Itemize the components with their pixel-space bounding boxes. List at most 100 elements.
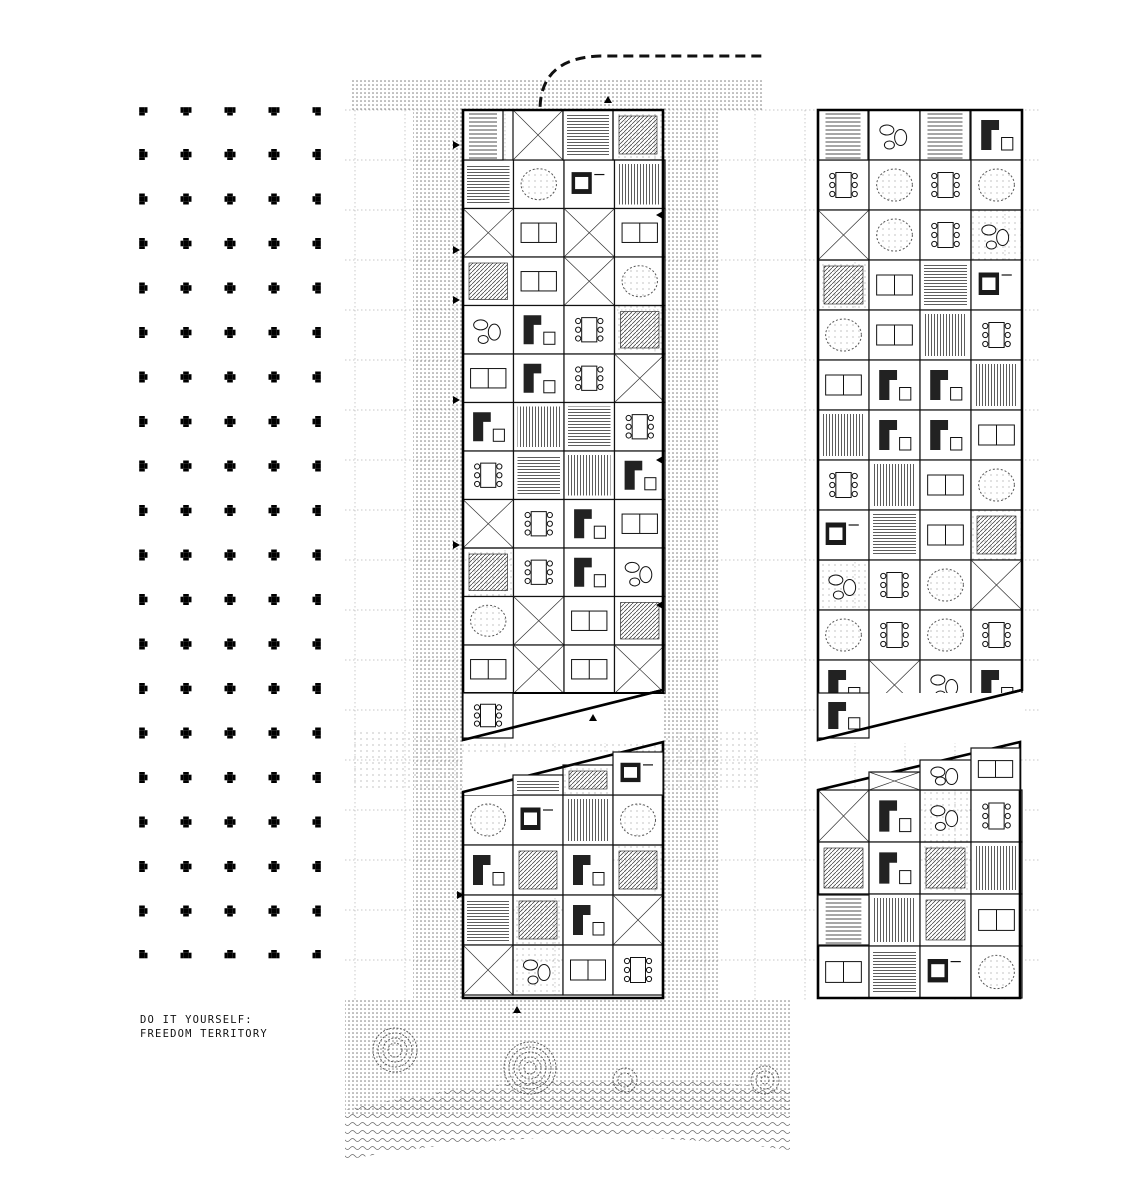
corridor-left xyxy=(413,110,463,1000)
chair-icon xyxy=(851,481,858,489)
cross-plus-icon xyxy=(224,371,236,383)
tree-canopy xyxy=(612,1067,638,1093)
cross-plus-icon xyxy=(268,107,280,116)
cross-arm xyxy=(276,151,280,158)
room-cell xyxy=(970,409,1023,461)
block-b-outline xyxy=(461,740,665,1000)
cross-core xyxy=(315,596,321,603)
cross-arm xyxy=(139,780,145,783)
cross-core xyxy=(271,107,277,113)
room-cell xyxy=(868,409,921,461)
cross-arm xyxy=(315,193,321,197)
room-cell xyxy=(512,894,564,946)
chair-icon xyxy=(829,172,836,180)
cross-arm xyxy=(271,424,277,427)
furniture-icon xyxy=(879,800,898,832)
cross-arm xyxy=(139,869,145,872)
cross-arm xyxy=(144,196,148,202)
room-cell xyxy=(562,764,614,796)
room-cell xyxy=(919,159,972,211)
cross-plus-icon xyxy=(224,816,236,828)
cross-core xyxy=(315,908,321,914)
chair-icon xyxy=(851,172,858,180)
cross-arm xyxy=(180,374,184,380)
cross-plus-icon xyxy=(224,282,236,294)
cross-arm xyxy=(312,908,316,914)
room-cell xyxy=(868,159,921,211)
chair-icon xyxy=(982,812,989,820)
cross-plus-icon xyxy=(180,638,192,650)
triangle-entrance-icon xyxy=(457,891,464,899)
room-cell xyxy=(970,789,1023,843)
cross-arm xyxy=(183,327,189,330)
chair-icon xyxy=(902,581,909,589)
cross-arm xyxy=(144,374,148,380)
floor-texture xyxy=(873,514,916,556)
room-cell xyxy=(919,559,972,611)
chair-icon xyxy=(495,720,503,727)
cross-arm xyxy=(312,552,316,558)
furniture-icon xyxy=(899,870,912,885)
cross-plus-icon xyxy=(268,905,280,917)
cross-arm xyxy=(224,863,228,870)
cross-plus-icon xyxy=(180,327,192,338)
room-cell xyxy=(868,789,921,843)
stone-icon xyxy=(930,766,946,778)
floor-texture xyxy=(517,406,560,447)
cross-arm xyxy=(276,685,280,692)
cross-arm xyxy=(139,861,145,864)
room-cell xyxy=(613,256,666,307)
cross-plus-icon xyxy=(180,905,192,917)
cross-arm xyxy=(312,329,316,336)
room-cell xyxy=(868,609,921,661)
room-cell xyxy=(462,401,515,452)
floor-texture xyxy=(975,846,1018,890)
room-cell xyxy=(970,459,1023,511)
chair-icon xyxy=(597,366,604,373)
floor-texture xyxy=(568,770,608,790)
cross-core xyxy=(139,374,145,380)
cross-arm xyxy=(315,379,321,383)
chair-icon xyxy=(625,423,632,430)
room-cell xyxy=(970,109,1023,161)
tree-canopy xyxy=(503,1041,557,1095)
room-cell xyxy=(817,359,870,411)
cross-arm xyxy=(276,596,280,603)
cross-arm xyxy=(183,335,189,338)
cross-arm xyxy=(139,424,145,427)
cross-arm xyxy=(312,819,316,825)
cross-arm xyxy=(271,193,277,197)
cross-arm xyxy=(315,549,321,553)
chair-icon xyxy=(473,704,481,711)
cross-arm xyxy=(315,824,321,828)
block-d xyxy=(816,740,1023,1000)
cross-arm xyxy=(232,285,236,291)
chair-icon xyxy=(575,317,582,325)
cross-arm xyxy=(139,282,145,286)
room-cell xyxy=(462,794,514,846)
cross-plus-icon xyxy=(224,683,236,694)
chair-icon xyxy=(546,529,553,536)
cross-arm xyxy=(315,735,321,739)
cross-plus-icon xyxy=(180,149,192,160)
cross-plus-icon xyxy=(180,816,192,828)
chair-icon xyxy=(931,231,938,239)
cross-arm xyxy=(183,549,189,553)
room-outline xyxy=(562,844,614,896)
cross-arm xyxy=(188,418,192,425)
cross-arm xyxy=(227,112,233,116)
cross-arm xyxy=(144,863,148,870)
chair-icon xyxy=(851,181,858,189)
cross-arm xyxy=(232,952,236,959)
chair-icon xyxy=(902,631,909,639)
cross-arm xyxy=(224,507,228,514)
cross-arm xyxy=(144,952,148,959)
cross-arm xyxy=(315,594,321,597)
cross-core xyxy=(315,730,321,736)
cross-arm xyxy=(139,824,145,828)
cross-arm xyxy=(271,201,277,205)
room-cell xyxy=(868,209,921,261)
cross-arm xyxy=(183,727,189,731)
cross-arm xyxy=(312,596,316,603)
furniture-icon xyxy=(899,818,912,833)
